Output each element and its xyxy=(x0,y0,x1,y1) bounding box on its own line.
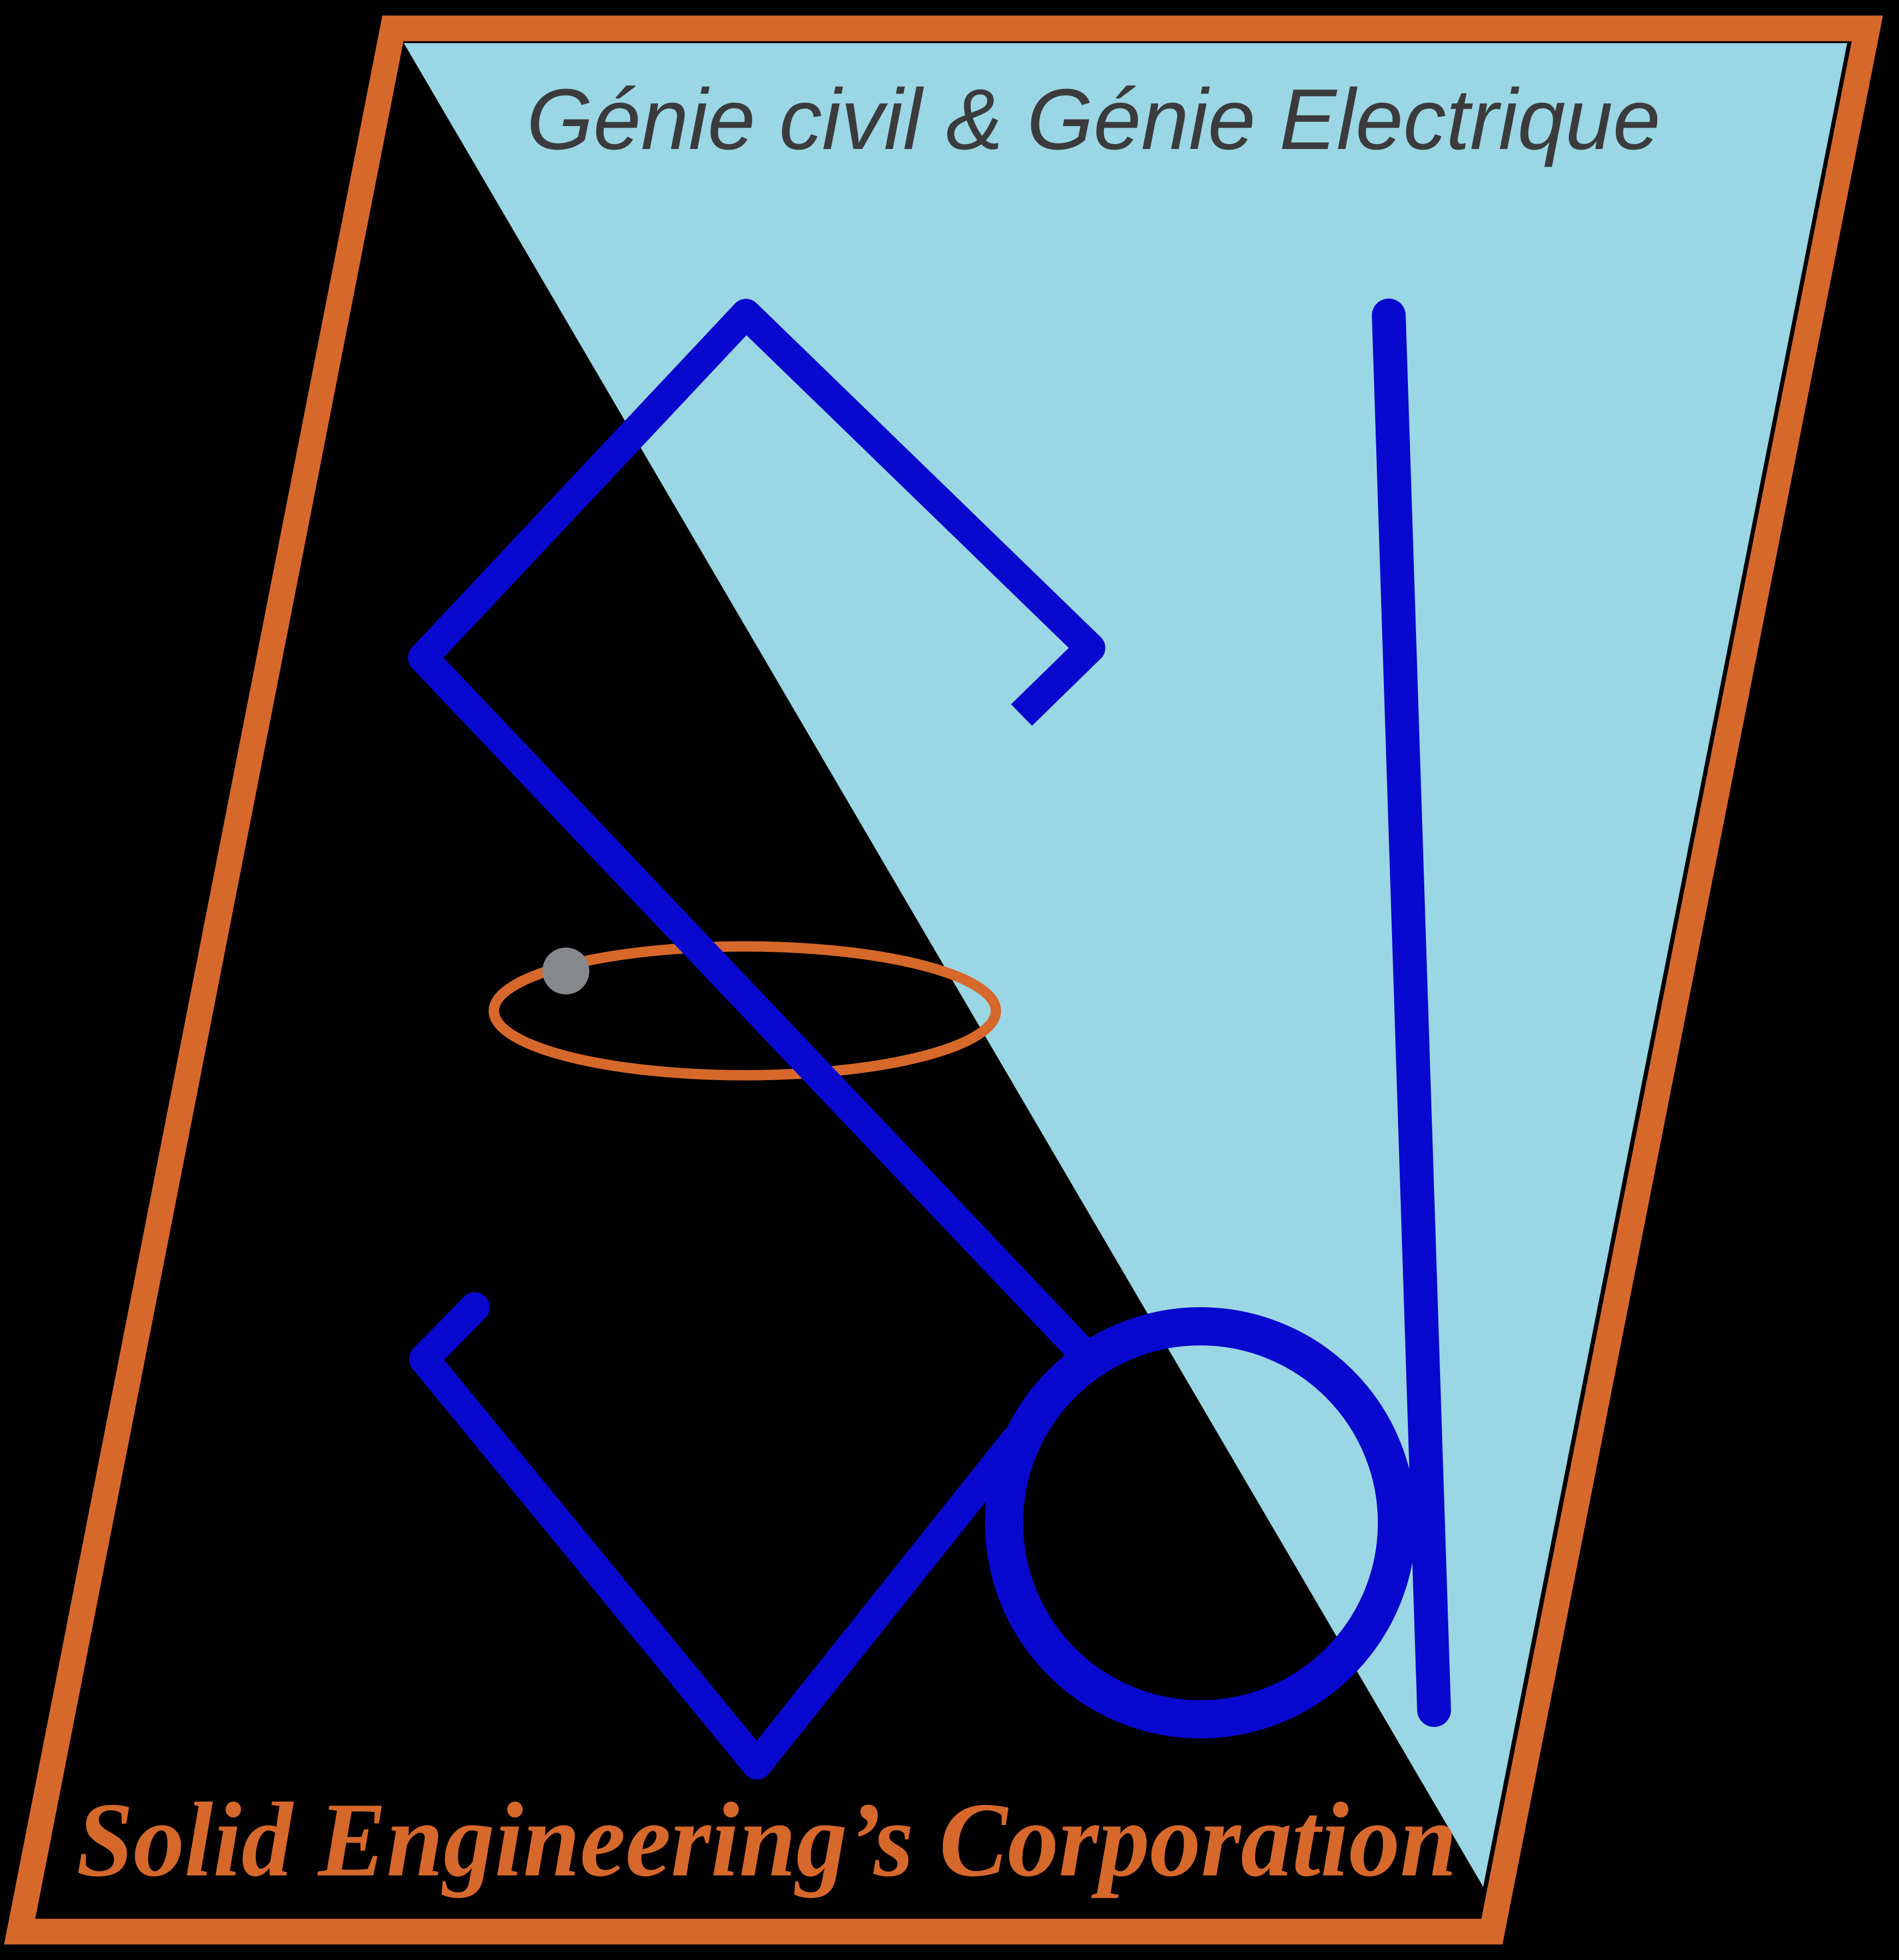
frame-border xyxy=(4,15,1883,1945)
monogram-v-stroke xyxy=(409,1292,1030,1780)
electron-dot xyxy=(542,948,589,994)
sky-triangle xyxy=(404,43,1847,1887)
tagline-text: Génie civil & Génie Electrique xyxy=(527,72,1661,168)
company-name-text: Solid Engineering’s Corporation xyxy=(76,1781,1457,1899)
monogram-s-stroke xyxy=(408,299,1108,1378)
orbit-ellipse xyxy=(488,941,1001,1081)
letter-d-bowl xyxy=(985,1307,1416,1738)
letter-d-stem xyxy=(1372,299,1451,1727)
